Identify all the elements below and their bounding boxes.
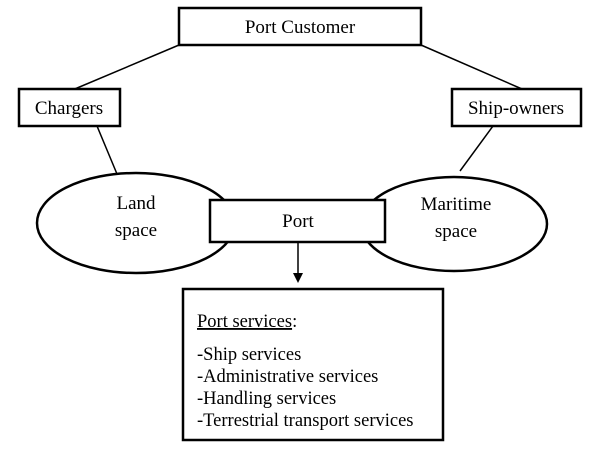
port-services-heading: Port services: — [197, 312, 297, 332]
service-item: -Ship services — [197, 345, 301, 365]
port-customer-label: Port Customer — [245, 17, 356, 38]
chargers-box — [17, 87, 122, 128]
land-space-label-line1: Land — [116, 193, 156, 214]
connector-customer-shipowners — [420, 44, 523, 90]
port-services-colon: : — [292, 312, 297, 332]
connector-chargers-land — [96, 125, 118, 175]
service-item: -Handling services — [197, 389, 336, 409]
port-box — [208, 198, 387, 244]
port-customer-box — [177, 6, 423, 47]
service-item: -Administrative services — [197, 367, 378, 387]
chargers-label: Chargers — [35, 98, 103, 119]
ship-owners-label: Ship-owners — [468, 98, 564, 119]
land-space-label-line2: space — [115, 220, 157, 241]
maritime-space-label-line1: Maritime — [421, 194, 492, 215]
port-label: Port — [282, 211, 314, 232]
maritime-space-label-line2: space — [435, 221, 477, 242]
port-services-title: Port services — [197, 312, 292, 332]
connector-shipowners-maritime — [459, 125, 494, 172]
connector-customer-chargers — [69, 44, 180, 92]
service-item: -Terrestrial transport services — [197, 411, 414, 431]
ship-owners-box — [450, 87, 583, 128]
port-services-box — [181, 287, 445, 442]
